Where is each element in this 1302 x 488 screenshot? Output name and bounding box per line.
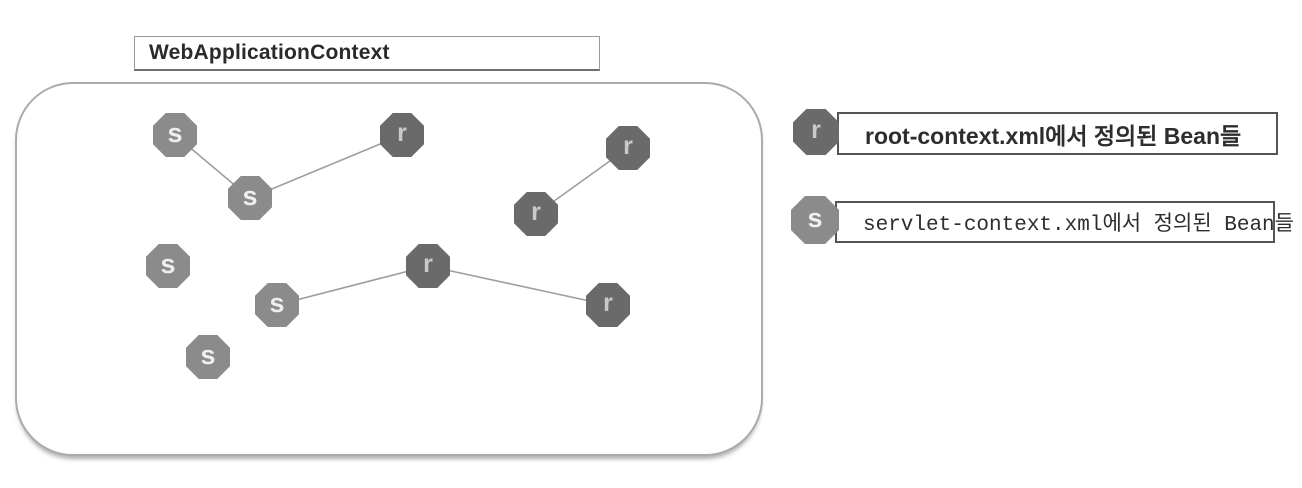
- bean-node-r-r3: r: [514, 192, 558, 236]
- bean-node-letter: r: [397, 118, 407, 147]
- bean-node-r-r4: r: [406, 244, 450, 288]
- bean-edge-s4-r4: [276, 265, 429, 306]
- bean-node-letter: s: [242, 180, 258, 211]
- legend-servlet-label-box: servlet-context.xml에서 정의된 Bean들: [835, 201, 1294, 243]
- bean-node-s-s2: s: [228, 176, 272, 220]
- bean-node-letter: r: [423, 249, 433, 278]
- root-bean-icon: r: [793, 109, 839, 155]
- bean-node-letter: s: [269, 287, 285, 318]
- legend-servlet-label: servlet-context.xml에서 정의된 Bean들: [863, 214, 1294, 237]
- bean-node-r-r5: r: [586, 283, 630, 327]
- servlet-bean-icon-letter: s: [807, 202, 823, 233]
- bean-node-s-s5: s: [186, 335, 230, 379]
- bean-node-r-r2: r: [606, 126, 650, 170]
- context-title-label: WebApplicationContext: [149, 41, 390, 64]
- legend-root-label: root-context.xml에서 정의된 Bean들: [865, 122, 1242, 149]
- bean-edge-s2-r1: [249, 134, 403, 199]
- bean-edge-r4-r5: [427, 265, 609, 306]
- servlet-bean-icon: s: [791, 196, 839, 244]
- bean-node-letter: r: [603, 288, 613, 317]
- legend-root-label-box: root-context.xml에서 정의된 Bean들: [837, 112, 1278, 155]
- root-bean-icon-letter: r: [811, 115, 821, 144]
- bean-node-letter: s: [167, 117, 183, 148]
- context-title-box: WebApplicationContext: [134, 36, 600, 71]
- bean-node-letter: s: [200, 339, 216, 370]
- bean-node-s-s1: s: [153, 113, 197, 157]
- bean-node-letter: r: [623, 131, 633, 160]
- bean-node-letter: r: [531, 197, 541, 226]
- bean-node-letter: s: [160, 248, 176, 279]
- bean-node-s-s4: s: [255, 283, 299, 327]
- bean-node-s-s3: s: [146, 244, 190, 288]
- bean-node-r-r1: r: [380, 113, 424, 157]
